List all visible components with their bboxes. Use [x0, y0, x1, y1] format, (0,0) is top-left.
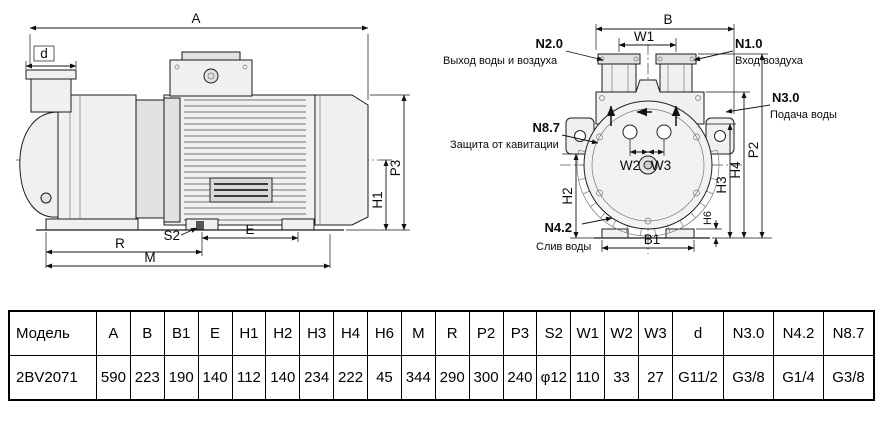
table-cell: G3/8: [723, 355, 774, 401]
col-header: H4: [333, 310, 368, 356]
table-cell: 110: [570, 355, 606, 401]
table-cell: φ12: [536, 355, 572, 401]
col-header: N3.0: [723, 310, 774, 356]
col-header: H1: [231, 310, 267, 356]
port-desc-n4-2: Слив воды: [536, 241, 591, 253]
foot-slot: [196, 221, 204, 230]
front-foot-left: [601, 228, 629, 239]
dim-label-a: A: [191, 11, 200, 26]
ribbed-rim: [576, 149, 720, 237]
port-desc-n8-7: Защита от кавитации: [450, 139, 559, 151]
dim-label-w2: W2: [620, 158, 640, 173]
dim-label-s2: S2: [163, 228, 180, 243]
motor-foot-right: [281, 218, 315, 231]
col-header: H2: [265, 310, 301, 356]
inlet-port: [30, 78, 72, 113]
port-label-n3-0: N3.0: [772, 90, 799, 105]
table-cell: 240: [502, 355, 538, 401]
pump-side-view: A d P3 H1 S2 E R: [16, 11, 410, 269]
col-header: N4.2: [773, 310, 824, 356]
pump-foot: [45, 218, 139, 231]
dim-label-b1: B1: [644, 232, 661, 247]
port-label-n2-0: N2.0: [536, 36, 563, 51]
dim-label-b: B: [663, 12, 672, 27]
col-header: B1: [163, 310, 199, 356]
pump-casing: [57, 94, 137, 222]
table-cell: G11/2: [672, 355, 724, 401]
col-header: H3: [299, 310, 335, 356]
table-cell: 290: [434, 355, 470, 401]
table-cell: 590: [96, 355, 131, 401]
table-cell: 2BV2071: [8, 355, 97, 401]
dim-label-d: d: [40, 46, 48, 61]
col-header: S2: [536, 310, 572, 356]
dim-label-h3: H3: [714, 176, 729, 193]
bearing-bracket: [135, 99, 165, 219]
col-header: B: [129, 310, 165, 356]
table-cell: 112: [231, 355, 267, 401]
col-header: M: [400, 310, 436, 356]
col-header: W1: [570, 310, 606, 356]
col-header: E: [197, 310, 233, 356]
dim-label-w3: W3: [651, 158, 671, 173]
col-header: A: [96, 310, 131, 356]
col-header: N8.7: [823, 310, 875, 356]
fan-cover: [314, 94, 369, 226]
dim-label-e: E: [245, 222, 254, 237]
nameplate: [209, 177, 273, 203]
dim-label-h6: H6: [702, 211, 714, 225]
col-header: P2: [468, 310, 504, 356]
pump-volute: [19, 111, 59, 218]
table-cell: 300: [468, 355, 504, 401]
port-label-n8-7: N8.7: [533, 120, 560, 135]
discharge-port: [601, 61, 637, 95]
front-foot-right: [665, 228, 695, 239]
table-cell: 140: [265, 355, 301, 401]
drain-plug: [40, 192, 52, 204]
inlet-flange: [25, 69, 77, 80]
port-desc-n3-0: Подача воды: [770, 109, 837, 121]
port-desc-n1-0: Вход воздуха: [735, 55, 804, 67]
port-label-n1-0: N1.0: [735, 36, 762, 51]
table-cell: 140: [197, 355, 233, 401]
col-header: W3: [638, 310, 673, 356]
col-header: H6: [367, 310, 402, 356]
port-label-n4-2: N4.2: [545, 220, 572, 235]
table-cell: 344: [400, 355, 436, 401]
table-cell: 222: [333, 355, 368, 401]
dim-label-h2: H2: [560, 187, 575, 204]
table-cell: 45: [367, 355, 402, 401]
hole-w3: [656, 124, 672, 140]
dim-label-r: R: [115, 236, 125, 251]
table-cell: 190: [163, 355, 199, 401]
dim-label-m: M: [144, 250, 155, 265]
col-header: R: [434, 310, 470, 356]
col-header: W2: [604, 310, 639, 356]
pump-drawing: A d P3 H1 S2 E R: [16, 11, 837, 269]
table-cell: 33: [604, 355, 639, 401]
suction-port: [659, 61, 693, 95]
hole-w2: [622, 124, 638, 140]
dim-label-w1: W1: [634, 29, 654, 44]
table-cell: 234: [299, 355, 335, 401]
dim-label-p3: P3: [388, 160, 403, 177]
terminal-box: [169, 51, 253, 97]
table-cell: G1/4: [773, 355, 824, 401]
table-cell: 27: [638, 355, 673, 401]
port-desc-n2-0: Выход воды и воздуха: [443, 55, 558, 67]
dim-label-h4: H4: [728, 161, 743, 179]
table-cell: 223: [129, 355, 165, 401]
table-cell: G3/8: [823, 355, 875, 401]
col-header: Модель: [8, 310, 97, 356]
col-header: P3: [502, 310, 538, 356]
col-header: d: [672, 310, 724, 356]
dim-label-p2: P2: [746, 142, 761, 159]
pump-front-view: W2 W3 W1 B H6 H3 H4: [443, 12, 837, 254]
dim-label-h1: H1: [370, 191, 385, 208]
